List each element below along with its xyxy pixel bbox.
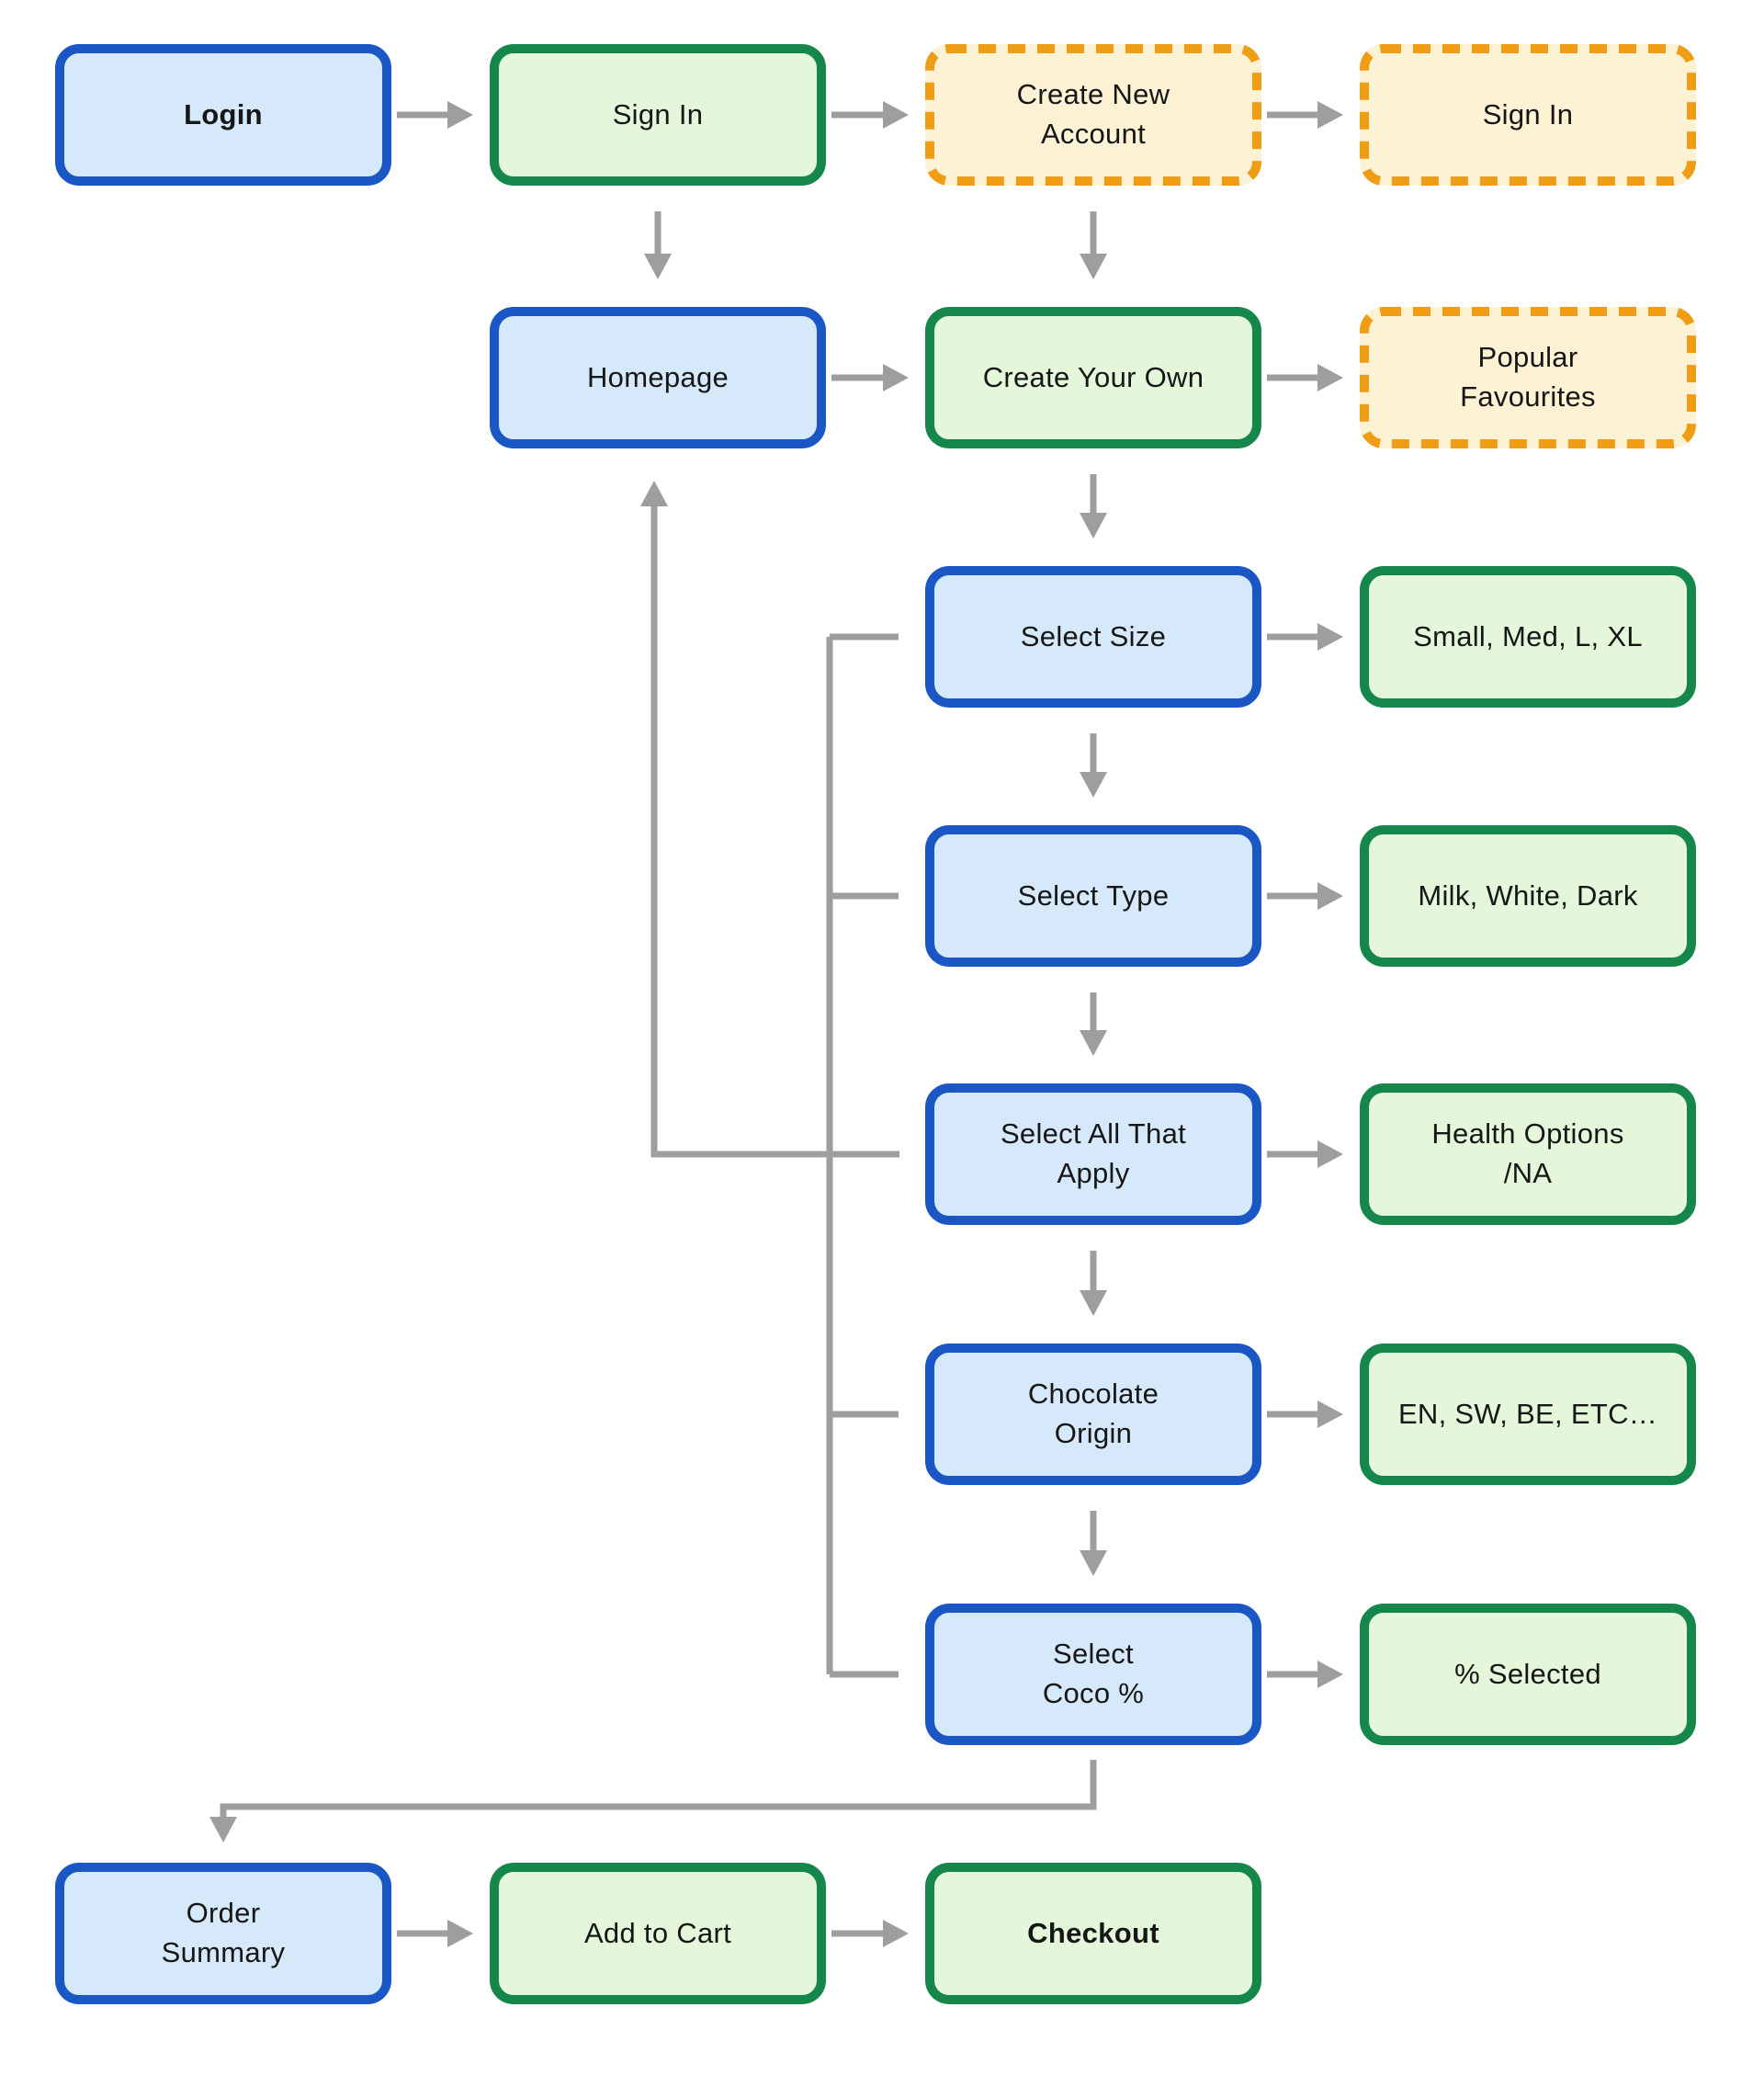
node-label: Create Your Own xyxy=(982,360,1204,393)
dashed-border xyxy=(1360,307,1696,448)
dashed-border xyxy=(925,44,1261,186)
node-label: Select All That Apply xyxy=(1000,1117,1187,1189)
dashed-border xyxy=(1360,44,1696,186)
node-label: Sign In xyxy=(612,97,704,130)
node-origin-options: EN, SW, BE, ETC… xyxy=(1360,1344,1696,1485)
edge-create-your-own-to-select-size-arrowhead xyxy=(1080,513,1107,539)
node-chocolate-origin: Chocolate Origin xyxy=(925,1344,1261,1485)
node-login: Login xyxy=(55,44,391,186)
node-label: Health Options /NA xyxy=(1431,1117,1624,1189)
edge-select-size-to-size-options-arrowhead xyxy=(1317,623,1343,651)
node-label: Popular Favourites xyxy=(1460,341,1596,413)
node-order-summary: Order Summary xyxy=(55,1863,391,2004)
node-type-options: Milk, White, Dark xyxy=(1360,825,1696,967)
node-add-to-cart: Add to Cart xyxy=(490,1863,826,2004)
edge-select-coco-to-order-summary-line xyxy=(220,1760,1097,1819)
node-label: Small, Med, L, XL xyxy=(1413,619,1643,652)
edge-order-summary-to-add-to-cart-arrowhead xyxy=(447,1920,473,1947)
node-label: Add to Cart xyxy=(583,1916,732,1949)
edge-select-all-that-apply-to-homepage-line xyxy=(650,505,899,1158)
node-select-coco: Select Coco % xyxy=(925,1604,1261,1745)
node-label: Select Type xyxy=(1017,879,1170,912)
edge-homepage-to-create-your-own-arrowhead xyxy=(883,364,909,391)
node-sign-in-2: Sign In xyxy=(1360,44,1696,186)
node-health-options: Health Options /NA xyxy=(1360,1083,1696,1225)
edge-select-type-to-select-all-that-apply-arrowhead xyxy=(1080,1030,1107,1056)
node-label: Create New Account xyxy=(1016,78,1170,150)
node-label: Chocolate Origin xyxy=(1027,1378,1159,1449)
edge-select-size-to-select-type-arrowhead xyxy=(1080,772,1107,798)
edge-sign-in-to-homepage-arrowhead xyxy=(644,254,672,279)
node-select-type: Select Type xyxy=(925,825,1261,967)
node-label: Order Summary xyxy=(161,1897,286,1968)
edge-create-your-own-to-popular-favourites-arrowhead xyxy=(1317,364,1343,391)
node-label: % Selected xyxy=(1454,1657,1601,1690)
node-select-all-that-apply: Select All That Apply xyxy=(925,1083,1261,1225)
node-label: Homepage xyxy=(586,360,729,393)
node-checkout: Checkout xyxy=(925,1863,1261,2004)
node-select-size: Select Size xyxy=(925,566,1261,708)
node-label: Select Coco % xyxy=(1042,1638,1145,1709)
edge-chocolate-origin-to-select-coco-arrowhead xyxy=(1080,1550,1107,1576)
node-label: Milk, White, Dark xyxy=(1418,879,1638,912)
edge-select-all-that-apply-to-health-options-arrowhead xyxy=(1317,1140,1343,1168)
edge-select-coco-to-coco-selected-arrowhead xyxy=(1317,1661,1343,1688)
edge-sign-in-to-create-new-account-arrowhead xyxy=(883,101,909,129)
edge-select-type-to-type-options-arrowhead xyxy=(1317,882,1343,910)
node-popular-favourites: Popular Favourites xyxy=(1360,307,1696,448)
node-create-new-account: Create New Account xyxy=(925,44,1261,186)
node-label: Login xyxy=(184,97,263,130)
node-size-options: Small, Med, L, XL xyxy=(1360,566,1696,708)
node-label: Sign In xyxy=(1482,97,1574,130)
edge-select-coco-to-order-summary-arrowhead xyxy=(209,1817,237,1843)
node-label: Select Size xyxy=(1020,619,1167,652)
node-sign-in: Sign In xyxy=(490,44,826,186)
node-label: Checkout xyxy=(1027,1916,1159,1949)
node-coco-selected: % Selected xyxy=(1360,1604,1696,1745)
edge-select-all-that-apply-to-homepage-arrowhead xyxy=(640,481,668,506)
node-label: EN, SW, BE, ETC… xyxy=(1397,1397,1658,1430)
edge-create-new-account-to-create-your-own-arrowhead xyxy=(1080,254,1107,279)
edge-select-all-that-apply-to-chocolate-origin-arrowhead xyxy=(1080,1290,1107,1316)
edge-create-new-account-to-sign-in-2-arrowhead xyxy=(1317,101,1343,129)
edge-login-to-sign-in-arrowhead xyxy=(447,101,473,129)
edge-add-to-cart-to-checkout-arrowhead xyxy=(883,1920,909,1947)
node-homepage: Homepage xyxy=(490,307,826,448)
edge-chocolate-origin-to-origin-options-arrowhead xyxy=(1317,1400,1343,1428)
node-create-your-own: Create Your Own xyxy=(925,307,1261,448)
